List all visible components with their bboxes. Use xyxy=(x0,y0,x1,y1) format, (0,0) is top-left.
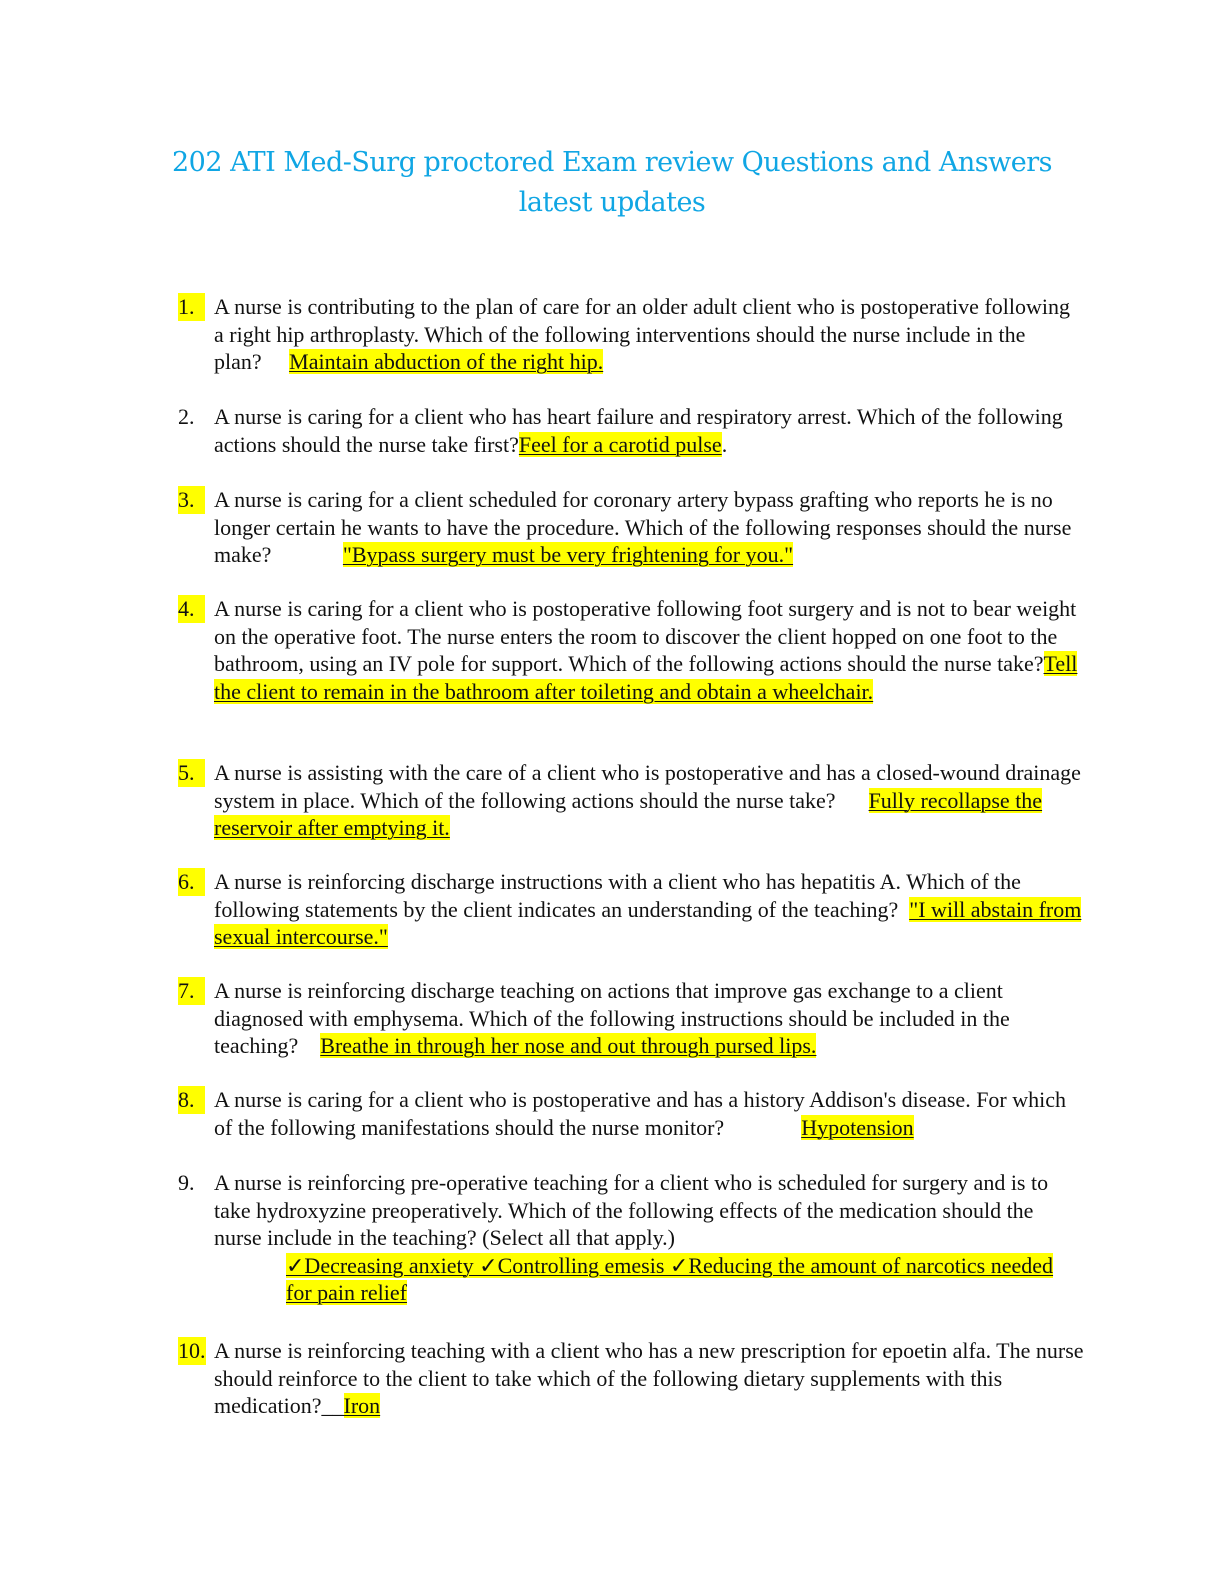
answer-highlight: Breathe in through her nose and out thro… xyxy=(320,1033,817,1058)
question-number: 2. xyxy=(178,404,195,429)
answer-highlight: Maintain abduction of the right hip. xyxy=(289,349,604,374)
question-number: 4. xyxy=(178,595,205,623)
question-number: 6. xyxy=(178,868,205,896)
question-text: A nurse is reinforcing pre-operative tea… xyxy=(214,1169,1084,1307)
answer-highlight: Hypotension xyxy=(801,1114,914,1140)
question-text: A nurse is caring for a client who is po… xyxy=(214,1086,1084,1141)
question-stem: A nurse is caring for a client who has h… xyxy=(214,404,1063,457)
question-number: 9. xyxy=(178,1170,195,1195)
question-number: 7. xyxy=(178,977,205,1005)
question-stem: A nurse is contributing to the plan of c… xyxy=(214,294,1070,374)
question-number: 3. xyxy=(178,486,205,514)
question-number: 1. xyxy=(178,293,205,321)
question-stem: A nurse is reinforcing discharge instruc… xyxy=(214,869,1021,922)
question-text: A nurse is assisting with the care of a … xyxy=(214,759,1084,842)
answer-highlight: Feel for a carotid pulse xyxy=(518,431,722,457)
question-stem: A nurse is reinforcing teaching with a c… xyxy=(214,1338,1084,1418)
question-text: A nurse is contributing to the plan of c… xyxy=(214,293,1084,376)
title-line-2: latest updates xyxy=(518,187,706,218)
question-stem: A nurse is assisting with the care of a … xyxy=(214,760,1081,813)
question-number: 10. xyxy=(178,1337,206,1365)
question-text: A nurse is reinforcing discharge teachin… xyxy=(214,977,1084,1060)
question-text: A nurse is reinforcing teaching with a c… xyxy=(214,1337,1084,1420)
document-title: 202 ATI Med-Surg proctored Exam review Q… xyxy=(130,143,1094,223)
question-stem: A nurse is caring for a client who is po… xyxy=(214,596,1077,676)
question-text: A nurse is caring for a client who is po… xyxy=(214,595,1084,705)
answer-highlight: ✓Decreasing anxiety ✓Controlling emesis … xyxy=(286,1252,1054,1305)
question-text: A nurse is caring for a client who has h… xyxy=(214,403,1084,458)
question-stem: A nurse is reinforcing discharge teachin… xyxy=(214,978,1010,1058)
answer-highlight: "Bypass surgery must be very frightening… xyxy=(342,542,794,567)
answer-trailing: . xyxy=(721,431,728,457)
question-number: 5. xyxy=(178,759,205,787)
title-line-1: 202 ATI Med-Surg proctored Exam review Q… xyxy=(171,147,1053,178)
answer-highlight: Iron xyxy=(343,1393,381,1418)
question-text: A nurse is reinforcing discharge instruc… xyxy=(214,868,1084,951)
question-stem: A nurse is caring for a client who is po… xyxy=(214,1087,1067,1140)
question-stem: A nurse is reinforcing pre-operative tea… xyxy=(214,1170,1049,1250)
question-text: A nurse is caring for a client scheduled… xyxy=(214,486,1084,569)
question-number: 8. xyxy=(178,1086,205,1114)
question-stem: A nurse is caring for a client scheduled… xyxy=(214,487,1072,567)
